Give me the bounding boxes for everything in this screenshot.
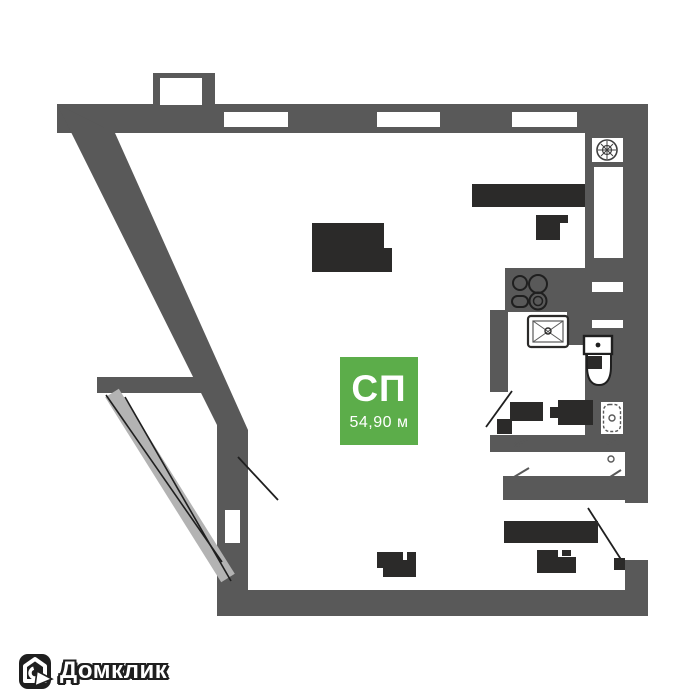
shaft-slot-2 [592, 320, 623, 328]
kitchen-door-leaf [485, 390, 513, 428]
wall-sink-divider [567, 310, 585, 345]
balcony-railing [105, 388, 235, 583]
furniture-living-block [312, 248, 392, 272]
valve-icon [513, 467, 530, 478]
shower-tray-icon [599, 400, 625, 436]
valve-icon [607, 455, 615, 463]
wall-kitchen-divider [490, 310, 508, 392]
railing-line-outer [105, 394, 223, 563]
toilet-icon [582, 334, 614, 387]
window-2 [377, 112, 440, 127]
valve-icon [513, 437, 530, 448]
wall-hall [503, 476, 648, 500]
furniture-bath-vanity [510, 402, 543, 421]
furniture-chair [537, 557, 576, 573]
furniture-chair [562, 550, 571, 556]
wall-right-upper [625, 104, 648, 503]
railing-line-inner [124, 396, 232, 582]
furniture-kitchen-block [536, 215, 568, 223]
balcony-door-leaf [237, 456, 279, 501]
kitchen-door-hinge [497, 419, 512, 434]
window-3 [512, 112, 577, 127]
valve-icon [606, 469, 622, 480]
valve-icon [606, 435, 622, 445]
wall-left-diagonal [57, 104, 248, 590]
domclick-house-icon [19, 654, 54, 689]
furniture-chair [407, 552, 416, 560]
walls [57, 73, 648, 616]
wall-balcony-stub [97, 377, 207, 393]
furniture [312, 184, 598, 577]
balcony-door-opening [225, 510, 240, 543]
wall-bottom [217, 590, 648, 616]
furniture-bath-cabinet [558, 400, 593, 425]
apartment-area-label: 54,90 м [349, 414, 409, 431]
entrance-door-hinge [614, 558, 625, 570]
furniture-kitchen-counter [472, 184, 585, 207]
fan-icon [596, 139, 618, 161]
doors [237, 390, 625, 570]
plumbing-glyphs [513, 435, 622, 480]
furniture-living-block [312, 223, 384, 248]
furniture-chair [537, 550, 558, 558]
furniture-chair [383, 560, 416, 577]
stove-burners-icon [511, 274, 548, 311]
shaft-slot-1 [592, 282, 623, 292]
entrance-door-leaf [587, 507, 623, 562]
shaft-niche [594, 167, 623, 258]
area-badge[interactable]: СП 54,90 м [340, 357, 418, 445]
railing-band [105, 388, 235, 583]
kitchen-sink-icon [526, 314, 570, 349]
window-1 [224, 112, 288, 127]
wall-bump-opening [160, 78, 202, 105]
wall-bath-bottom [490, 435, 625, 452]
furniture-hall-wardrobe [504, 521, 598, 543]
watermark-brand: Домклик [60, 657, 168, 684]
furniture-kitchen-block [536, 223, 560, 240]
apartment-type-label: СП [351, 368, 407, 409]
valve-icon [514, 442, 520, 448]
domclick-watermark: Домклик [18, 650, 167, 692]
furniture-bath-cabinet [550, 407, 558, 418]
